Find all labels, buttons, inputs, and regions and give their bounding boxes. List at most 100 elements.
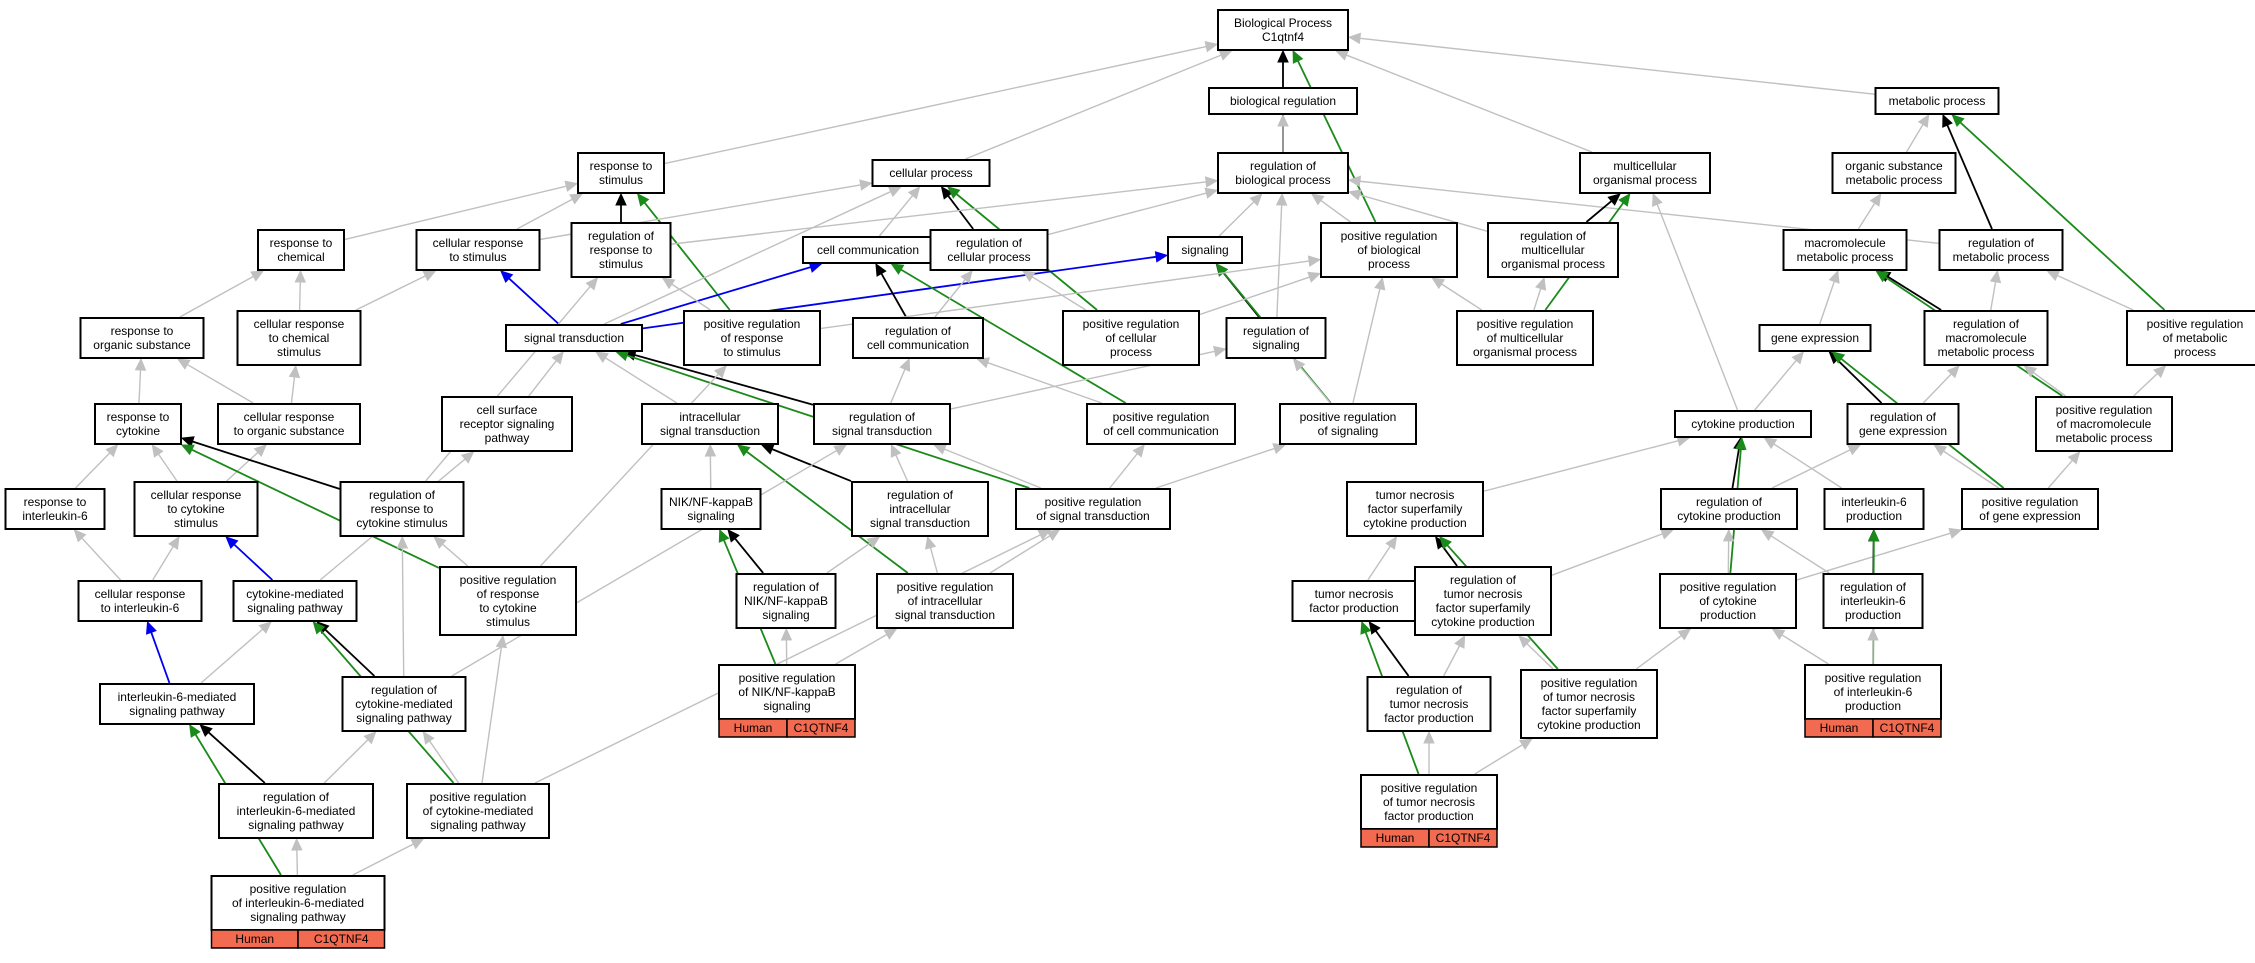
node-label: metabolic process — [1938, 345, 2035, 359]
edge-is-a — [965, 49, 1233, 160]
edge-line — [734, 537, 764, 574]
edge-arrowhead — [585, 277, 599, 291]
node-label: positive regulation — [739, 671, 836, 685]
edge-line — [947, 195, 974, 230]
edge-arrowhead — [940, 186, 954, 200]
edge-is-a — [2046, 270, 2134, 311]
go-term-node[interactable]: signaling — [1167, 236, 1243, 264]
go-term-node[interactable]: cellular process — [871, 159, 991, 187]
go-term-node[interactable]: metabolic process — [1874, 87, 2000, 115]
node-label: to stimulus — [449, 250, 506, 264]
go-term-node[interactable]: regulation ofcytokine-mediatedsignaling … — [341, 676, 467, 732]
edge-is-a — [1347, 32, 1875, 95]
edge-line — [451, 449, 838, 677]
node-box — [99, 683, 255, 725]
go-term-node[interactable]: cytokine production — [1674, 410, 1812, 438]
node-label: positive regulation — [1045, 495, 1142, 509]
edge-is-a — [1533, 276, 1547, 311]
edge-line — [944, 448, 1042, 489]
edge-arrowhead — [1875, 270, 1890, 283]
node-label: production — [1846, 509, 1902, 523]
go-term-node[interactable]: gene expression — [1758, 324, 1872, 352]
edge-arrowhead — [947, 186, 961, 199]
go-term-node[interactable]: biological regulation — [1208, 87, 1358, 115]
edge-arrowhead — [899, 357, 911, 372]
edge-line — [207, 731, 266, 784]
edge-arrowhead — [1307, 271, 1322, 283]
go-term-node[interactable]: signal transduction — [505, 324, 643, 352]
annotation-gene-cell — [297, 929, 386, 949]
edge-arrowhead — [1933, 444, 1948, 457]
node-label: of biological — [1357, 243, 1420, 257]
node-box — [1208, 87, 1358, 115]
node-label: of interleukin-6-mediated — [232, 896, 364, 910]
annotation-gene: C1QTNF4 — [1436, 831, 1491, 845]
edge-arrowhead — [636, 193, 650, 207]
node-label: signaling pathway — [248, 818, 343, 832]
go-term-node[interactable]: cell communication — [802, 236, 934, 264]
go-term-node[interactable]: regulation ofinterleukin-6-mediatedsigna… — [218, 783, 374, 839]
node-label: NIK/NF-kappaB — [744, 594, 828, 608]
edge-is-a — [355, 270, 437, 311]
edge-arrowhead — [1310, 193, 1325, 206]
